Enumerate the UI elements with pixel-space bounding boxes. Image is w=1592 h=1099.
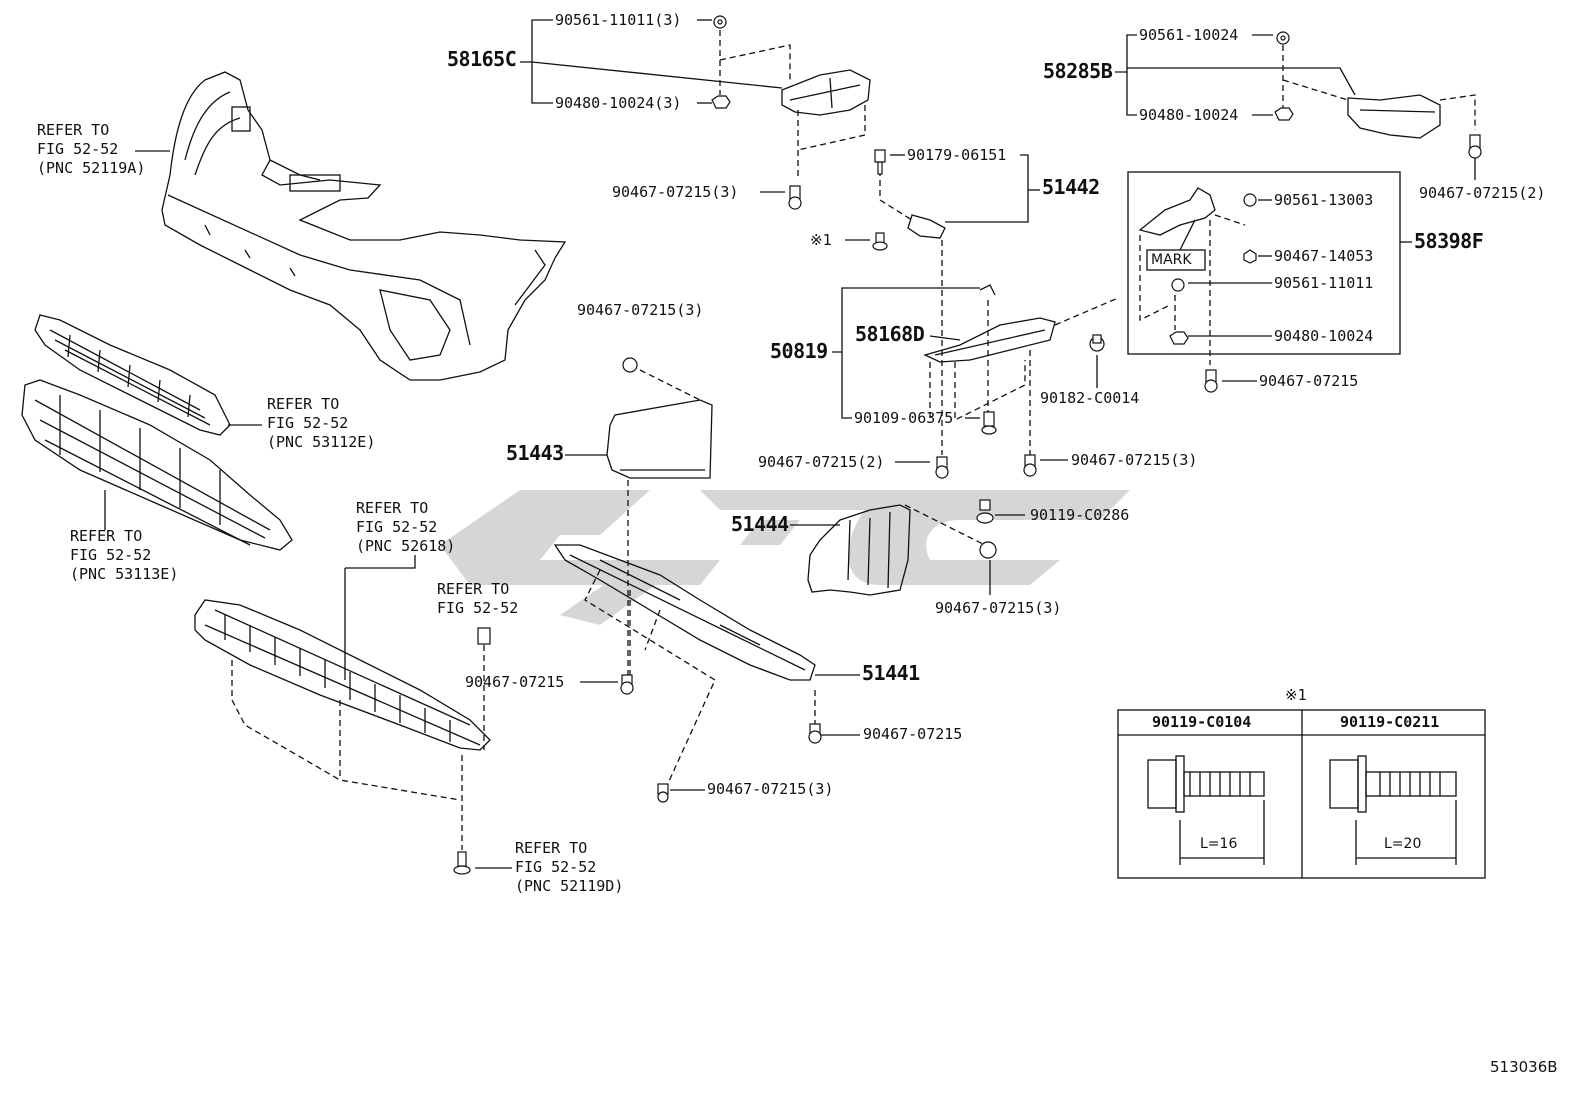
assembly-58398F[interactable]: 58398F <box>1414 229 1484 253</box>
assembly-58285B[interactable]: 58285B <box>1043 59 1113 83</box>
under-cover-51441-drawing <box>553 544 816 681</box>
part-90480-10024-a[interactable]: 90480-10024 <box>1139 106 1239 124</box>
diagram-code: 513036B <box>1490 1058 1558 1076</box>
part-90182-C0014[interactable]: 90182-C0014 <box>1040 389 1140 407</box>
part-90561-11011[interactable]: 90561-11011 <box>1274 274 1374 292</box>
clip-icon <box>979 541 997 559</box>
clip-icon <box>1276 31 1290 45</box>
part-90561-10024[interactable]: 90561-10024 <box>1139 26 1239 44</box>
nut-icon <box>1243 249 1257 264</box>
part-90179-06151[interactable]: 90179-06151 <box>907 146 1007 164</box>
part-90467-07215-2-a[interactable]: 90467-07215(2) <box>1419 184 1546 202</box>
part-90467-07215-a[interactable]: 90467-07215 <box>1259 372 1359 390</box>
cover-dashed-lines <box>584 569 816 791</box>
part-90467-07215-3-a[interactable]: 90467-07215(3) <box>612 183 739 201</box>
panel-51443-drawing <box>606 399 713 479</box>
part-90467-14053[interactable]: 90467-14053 <box>1274 247 1374 265</box>
clip-icon <box>1243 193 1257 207</box>
lower-support-drawing <box>194 599 491 751</box>
clip-icon <box>1171 278 1185 292</box>
bolt-c0211-drawing <box>1329 755 1457 865</box>
watermark-logo <box>440 490 1130 625</box>
bolt-icon <box>453 851 471 875</box>
bolt-table <box>1117 709 1486 879</box>
refer-fig-52618[interactable]: REFER TO FIG 52-52 (PNC 52618) <box>356 499 456 555</box>
bumper-cover-drawing <box>161 71 567 381</box>
clip-icon <box>1089 334 1105 352</box>
part-90467-07215-3-d[interactable]: 90467-07215(3) <box>935 599 1062 617</box>
assembly-51443[interactable]: 51443 <box>506 441 564 465</box>
part-90109-06375[interactable]: 90109-06375 <box>854 409 954 427</box>
clip-icon <box>477 627 491 645</box>
refer-fig-53113E[interactable]: REFER TO FIG 52-52 (PNC 53113E) <box>70 527 179 583</box>
bracket-58168D-drawing <box>923 284 1056 363</box>
clip-icon <box>622 357 638 373</box>
part-90561-13003[interactable]: 90561-13003 <box>1274 191 1374 209</box>
bracket-51442-dashed <box>879 170 943 455</box>
nut-icon <box>711 95 731 109</box>
bolt-table-col-1[interactable]: 90119-C0104 <box>1152 713 1252 731</box>
lower-grille-drawing <box>21 379 293 551</box>
bolt-length-16: L=16 <box>1200 836 1238 852</box>
assembly-50819[interactable]: 50819 <box>770 339 828 363</box>
clip-icon <box>1468 134 1482 159</box>
part-90467-07215-3-c[interactable]: 90467-07215(3) <box>1071 451 1198 469</box>
bracket-58285B-dashed <box>1282 45 1476 130</box>
clip-icon <box>808 723 822 744</box>
bolt-icon <box>976 499 994 524</box>
assembly-51444[interactable]: 51444 <box>731 512 789 536</box>
part-90561-11011-3[interactable]: 90561-11011(3) <box>555 11 682 29</box>
part-90480-10024-3[interactable]: 90480-10024(3) <box>555 94 682 112</box>
refer-fig-52119D[interactable]: REFER TO FIG 52-52 (PNC 52119D) <box>515 839 624 895</box>
clip-icon <box>657 783 669 803</box>
bolt-icon <box>872 232 888 251</box>
bracket-58398F-drawing <box>1138 187 1216 236</box>
part-90467-07215-3-b[interactable]: 90467-07215(3) <box>577 301 704 319</box>
clip-icon <box>1204 369 1218 393</box>
side-cover-51444-drawing <box>807 504 911 596</box>
side-cover-dashed <box>904 504 986 546</box>
part-90467-07215-2-b[interactable]: 90467-07215(2) <box>758 453 885 471</box>
mark-label: MARK <box>1151 252 1192 268</box>
assembly-51441[interactable]: 51441 <box>862 661 920 685</box>
note-marker-1: ※1 <box>810 231 832 249</box>
bracket-51442-drawing <box>907 214 946 239</box>
bolt-length-20: L=20 <box>1384 836 1422 852</box>
part-90480-10024-b[interactable]: 90480-10024 <box>1274 327 1374 345</box>
part-90119-C0286[interactable]: 90119-C0286 <box>1030 506 1130 524</box>
clip-icon <box>620 674 634 695</box>
clip-icon <box>935 456 949 479</box>
bolt-table-col-2[interactable]: 90119-C0211 <box>1340 713 1440 731</box>
bracket-58398F-dashed <box>1139 214 1246 365</box>
bolt-icon <box>981 411 997 435</box>
refer-fig-53112E[interactable]: REFER TO FIG 52-52 (PNC 53112E) <box>267 395 376 451</box>
refer-fig-52-52[interactable]: REFER TO FIG 52-52 <box>437 580 519 617</box>
support-dashed-lines <box>231 645 485 850</box>
bolt-icon <box>874 149 886 175</box>
part-90467-07215-c[interactable]: 90467-07215 <box>863 725 963 743</box>
fasteners <box>453 15 1482 875</box>
clip-icon <box>713 15 727 29</box>
assembly-51442[interactable]: 51442 <box>1042 175 1100 199</box>
clip-icon <box>788 185 802 210</box>
assembly-58165C[interactable]: 58165C <box>447 47 517 71</box>
bracket-58168D-dashed <box>929 297 1119 455</box>
leader-lines <box>104 19 1476 869</box>
bracket-58398F-box <box>1127 171 1401 355</box>
part-90467-07215-3-e[interactable]: 90467-07215(3) <box>707 780 834 798</box>
refer-fig-52119A[interactable]: REFER TO FIG 52-52 (PNC 52119A) <box>37 121 146 177</box>
assembly-58168D[interactable]: 58168D <box>855 322 925 346</box>
bracket-58285B-drawing <box>1347 94 1441 139</box>
upper-grille-drawing <box>34 314 231 436</box>
panel-dashed-lines <box>627 369 701 675</box>
clip-icon <box>1023 454 1037 477</box>
bolt-table-note: ※1 <box>1285 686 1307 704</box>
part-90467-07215-b[interactable]: 90467-07215 <box>465 673 565 691</box>
bolt-c0104-drawing <box>1147 755 1265 865</box>
bracket-58165C-drawing <box>781 69 871 116</box>
nut-icon <box>1274 107 1294 121</box>
bracket-58165C-dashed <box>719 30 866 180</box>
nut-icon <box>1169 331 1189 345</box>
